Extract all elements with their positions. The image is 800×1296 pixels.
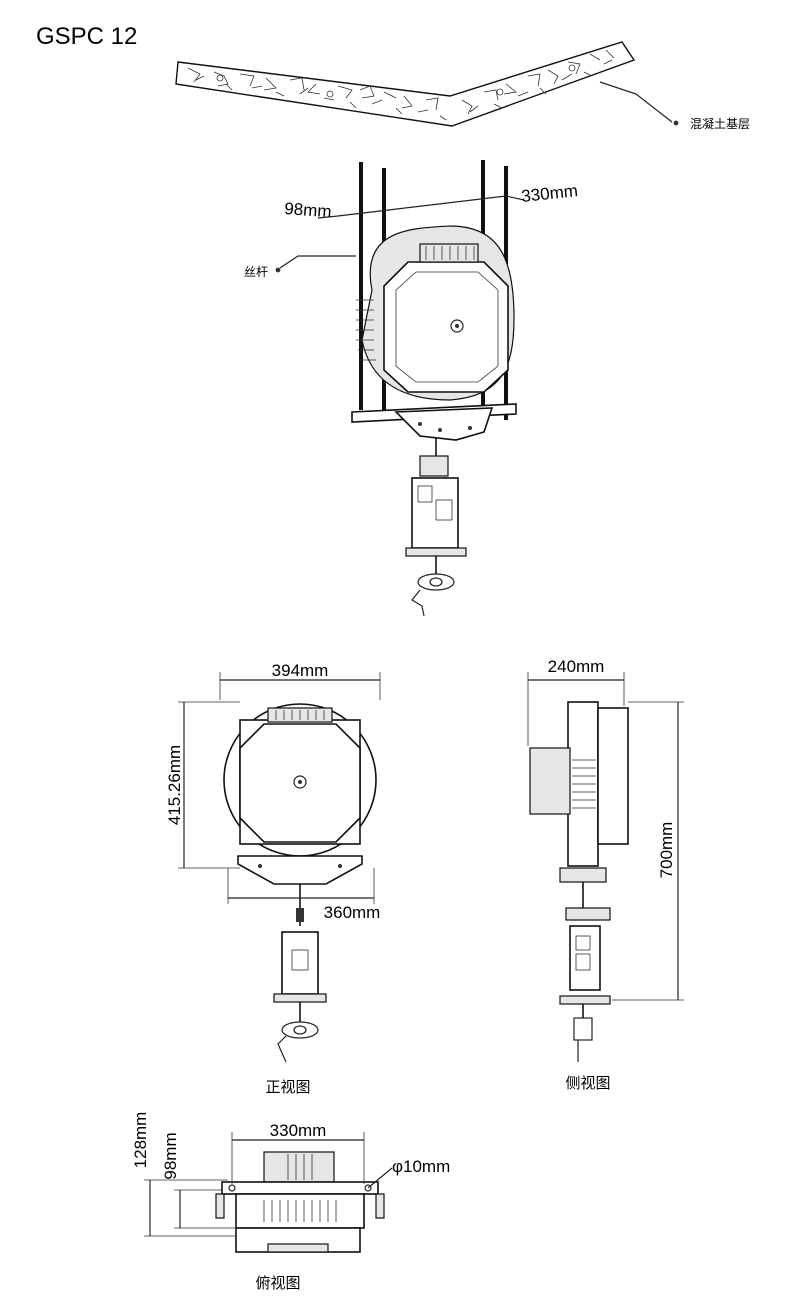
page-title: GSPC 12: [36, 23, 137, 50]
rod-spacing-wide-leader: [505, 195, 525, 201]
top-view-drawing: [215, 1151, 385, 1253]
top-depth-inner-label: 98mm: [161, 1132, 180, 1179]
rod-spacing-wide-label: 330mm: [520, 181, 578, 206]
threaded-rod-label: 丝杆: [244, 265, 268, 279]
perspective-assembly: [351, 160, 517, 617]
concrete-leader-line: [599, 81, 673, 123]
rod-spacing-line: [337, 195, 507, 217]
concrete-slab: [175, 41, 636, 127]
front-base-label: 360mm: [324, 903, 381, 922]
rod-leader-line: [279, 255, 356, 269]
front-height-label: 415.26mm: [165, 745, 184, 825]
side-view-drawing: [529, 701, 629, 1062]
hole-leader-line: [367, 1167, 393, 1189]
side-width-label: 240mm: [548, 657, 605, 676]
concrete-leader-dot: [673, 120, 679, 126]
rod-spacing-side-leader: [317, 215, 339, 219]
concrete-layer-label: 混凝土基层: [690, 116, 750, 131]
top-width-label: 330mm: [270, 1121, 327, 1140]
hole-diameter-label: φ10mm: [392, 1157, 450, 1176]
top-depth-outer-label: 128mm: [131, 1112, 150, 1169]
rod-leader-dot: [275, 267, 281, 273]
side-view-caption: 侧视图: [565, 1074, 610, 1092]
side-height-label: 700mm: [657, 822, 676, 879]
rod-spacing-side-label: 98mm: [284, 199, 332, 221]
front-view-caption: 正视图: [265, 1078, 310, 1096]
top-view-caption: 俯视图: [255, 1274, 300, 1292]
front-view-drawing: [223, 703, 377, 1063]
front-width-label: 394mm: [272, 661, 329, 680]
